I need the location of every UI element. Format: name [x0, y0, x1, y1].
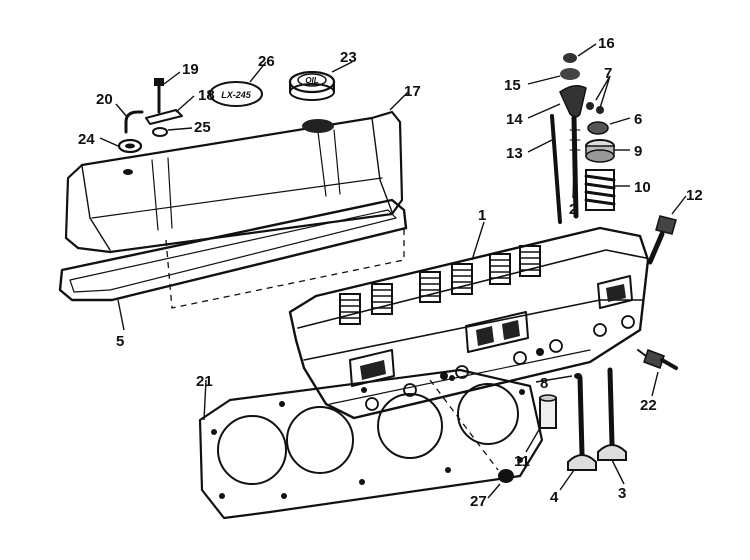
callout-18: 18: [198, 87, 215, 104]
rocker-stud: [569, 115, 581, 219]
washer: [152, 127, 168, 137]
emblem-badge: LX-245: [209, 81, 263, 107]
callout-22: 22: [640, 397, 657, 414]
callout-4: 4: [550, 489, 559, 506]
callout-5: 5: [116, 333, 124, 350]
alignment-dashed-line: [165, 226, 405, 309]
push-rod: [550, 114, 562, 224]
callout-labels: 1 2 3 4 5 6 7 8 9 10 11 12 13 14 15 16 1…: [78, 35, 703, 510]
callout-17: 17: [404, 83, 421, 100]
expansion-plug: [498, 469, 514, 483]
callout-27: 27: [470, 493, 487, 510]
valve-seal: [587, 121, 609, 135]
head-gasket: [198, 368, 544, 520]
valve-lifter: [539, 394, 557, 429]
valve-keepers: [586, 102, 604, 114]
callout-24: 24: [78, 131, 95, 148]
callout-23: 23: [340, 49, 357, 66]
callout-12: 12: [686, 187, 703, 204]
callout-6: 6: [634, 111, 642, 128]
callout-8: 8: [540, 375, 548, 392]
callout-2: 2: [569, 201, 577, 218]
callout-1: 1: [478, 207, 486, 224]
callout-11: 11: [514, 453, 530, 470]
callout-7: 7: [604, 65, 612, 82]
emblem-text: LX-245: [221, 90, 252, 100]
bracket: [145, 109, 183, 125]
grommet: [117, 138, 143, 154]
callout-20: 20: [96, 91, 113, 108]
head-gasket-bolt-holes: [211, 375, 525, 499]
intake-ports: [349, 275, 633, 387]
leader-lines: [99, 43, 687, 499]
callout-10: 10: [634, 179, 651, 196]
vent-elbow: [124, 110, 144, 134]
rocker-ball: [560, 68, 580, 80]
callout-25: 25: [194, 119, 211, 136]
callout-21: 21: [196, 373, 213, 390]
callout-3: 3: [618, 485, 626, 502]
head-bolt: [647, 215, 677, 265]
callout-9: 9: [634, 143, 642, 160]
head-valve-springs: [339, 245, 541, 325]
exhaust-valve: [597, 367, 627, 461]
cylinder-head: [288, 226, 650, 420]
rocker-arm: [559, 85, 587, 118]
valve-cover: [64, 110, 404, 254]
alignment-dashed-line-27: [429, 379, 499, 471]
breather-bolt: [154, 78, 164, 114]
head-bolt-holes: [365, 315, 635, 411]
callout-13: 13: [506, 145, 523, 162]
valve-spring: [584, 169, 616, 211]
callout-26: 26: [258, 53, 275, 70]
callout-16: 16: [598, 35, 615, 52]
callout-14: 14: [506, 111, 523, 128]
temperature-sender: [637, 349, 678, 370]
oil-cap-text: OIL: [305, 76, 318, 85]
callout-19: 19: [182, 61, 199, 78]
spring-cap: [585, 139, 615, 163]
intake-valve: [567, 375, 597, 471]
oil-filler-cap: OIL: [288, 70, 336, 101]
valve-cover-gasket: [58, 198, 408, 302]
rocker-nut: [563, 53, 577, 63]
callout-15: 15: [504, 77, 521, 94]
